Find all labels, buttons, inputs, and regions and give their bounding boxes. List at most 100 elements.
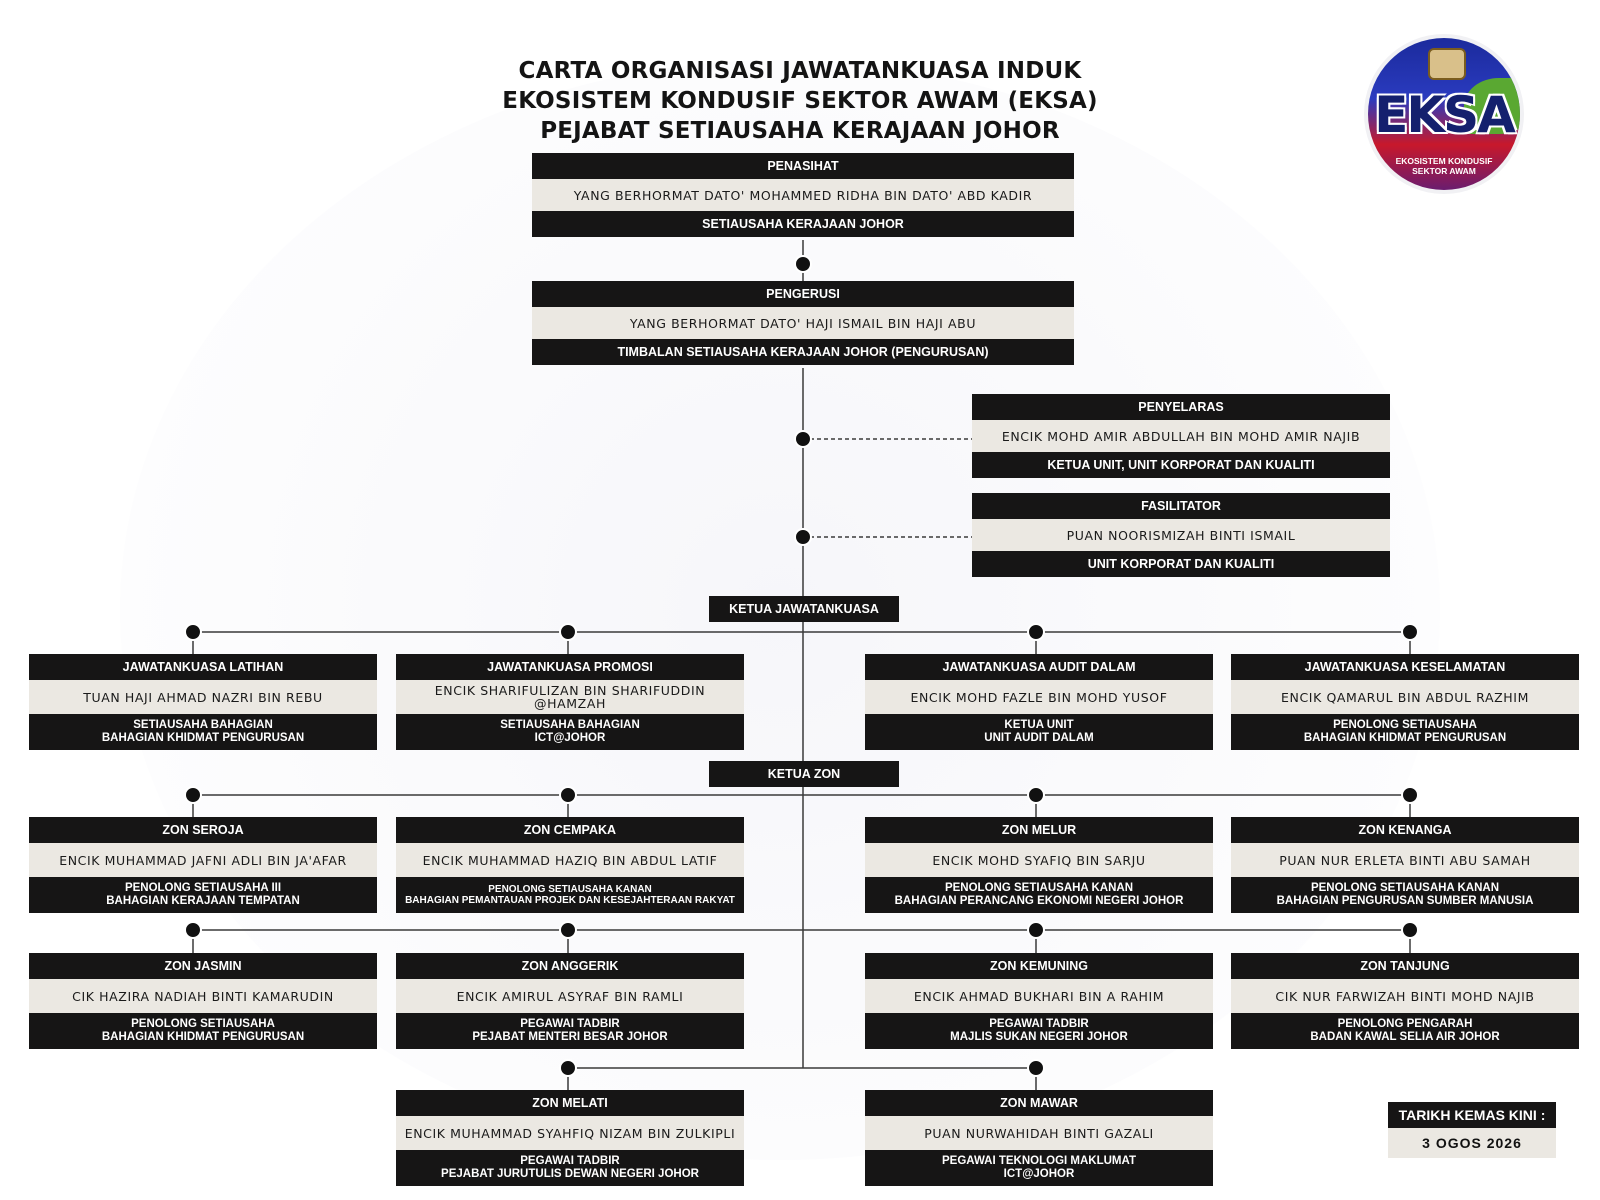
committee-member-name: ENCIK SHARIFULIZAN BIN SHARIFUDDIN @HAMZ… [396,680,744,714]
fasilitator-role: FASILITATOR [972,493,1390,519]
zone-member-name: PUAN NURWAHIDAH BINTI GAZALI [865,1116,1213,1150]
connector-node [1027,1059,1045,1077]
zone-member-name: PUAN NUR ERLETA BINTI ABU SAMAH [1231,843,1579,877]
logo-leaf [1464,78,1520,134]
committee-card-latihan: JAWATANKUASA LATIHAN TUAN HAJI AHMAD NAZ… [29,654,377,750]
zone-card-kenanga: ZON KENANGA PUAN NUR ERLETA BINTI ABU SA… [1231,817,1579,913]
penasihat-name: YANG BERHORMAT DATO' MOHAMMED RIDHA BIN … [532,179,1074,211]
zone-card-jasmin: ZON JASMIN CIK HAZIRA NADIAH BINTI KAMAR… [29,953,377,1049]
pengerusi-role: PENGERUSI [532,281,1074,307]
zone-member-name: ENCIK MUHAMMAD JAFNI ADLI BIN JA'AFAR [29,843,377,877]
penyelaras-position: KETUA UNIT, UNIT KORPORAT DAN KUALITI [972,452,1390,478]
connector-node [559,1059,577,1077]
connector-node [184,786,202,804]
penyelaras-card: PENYELARAS ENCIK MOHD AMIR ABDULLAH BIN … [972,394,1390,478]
penasihat-role: PENASIHAT [532,153,1074,179]
connector-node [1027,786,1045,804]
committee-role: JAWATANKUASA KESELAMATAN [1231,654,1579,680]
zone-member-name: ENCIK AHMAD BUKHARI BIN A RAHIM [865,979,1213,1013]
connector-node [794,255,812,273]
committee-role: JAWATANKUASA LATIHAN [29,654,377,680]
eksa-logo: EKSA EKOSISTEM KONDUSIF SEKTOR AWAM [1368,38,1520,190]
johor-crest-icon [1428,48,1466,80]
zone-member-name: ENCIK MOHD SYAFIQ BIN SARJU [865,843,1213,877]
ketua-zon-label: KETUA ZON [709,761,899,787]
penyelaras-name: ENCIK MOHD AMIR ABDULLAH BIN MOHD AMIR N… [972,420,1390,452]
title-line-1: CARTA ORGANISASI JAWATANKUASA INDUK [518,58,1082,84]
update-date: 3 OGOS 2026 [1388,1128,1556,1158]
connector-node [559,786,577,804]
zone-role: ZON TANJUNG [1231,953,1579,979]
zone-role: ZON SEROJA [29,817,377,843]
zone-member-name: ENCIK MUHAMMAD HAZIQ BIN ABDUL LATIF [396,843,744,877]
connector-node [1401,921,1419,939]
zone-member-name: CIK NUR FARWIZAH BINTI MOHD NAJIB [1231,979,1579,1013]
committee-role: JAWATANKUASA PROMOSI [396,654,744,680]
penasihat-position: SETIAUSAHA KERAJAAN JOHOR [532,211,1074,237]
committee-member-name: ENCIK MOHD FAZLE BIN MOHD YUSOF [865,680,1213,714]
zone-card-tanjung: ZON TANJUNG CIK NUR FARWIZAH BINTI MOHD … [1231,953,1579,1049]
logo-wordmark: EKSA [1374,86,1516,144]
logo-subtitle-2: SEKTOR AWAM [1412,166,1476,176]
zone-card-mawar: ZON MAWAR PUAN NURWAHIDAH BINTI GAZALI P… [865,1090,1213,1186]
committee-member-name: ENCIK QAMARUL BIN ABDUL RAZHIM [1231,680,1579,714]
title-line-2: EKOSISTEM KONDUSIF SEKTOR AWAM (EKSA) [502,88,1098,114]
zone-card-anggerik: ZON ANGGERIK ENCIK AMIRUL ASYRAF BIN RAM… [396,953,744,1049]
fasilitator-card: FASILITATOR PUAN NOORISMIZAH BINTI ISMAI… [972,493,1390,577]
connector-node [1027,623,1045,641]
zone-role: ZON ANGGERIK [396,953,744,979]
zone-card-seroja: ZON SEROJA ENCIK MUHAMMAD JAFNI ADLI BIN… [29,817,377,913]
committee-card-promosi: JAWATANKUASA PROMOSI ENCIK SHARIFULIZAN … [396,654,744,750]
zone-card-kemuning: ZON KEMUNING ENCIK AHMAD BUKHARI BIN A R… [865,953,1213,1049]
zone-role: ZON KEMUNING [865,953,1213,979]
connector-node [794,528,812,546]
update-date-box: TARIKH KEMAS KINI : 3 OGOS 2026 [1388,1102,1556,1158]
zone-role: ZON KENANGA [1231,817,1579,843]
pengerusi-name: YANG BERHORMAT DATO' HAJI ISMAIL BIN HAJ… [532,307,1074,339]
connector-node [559,921,577,939]
zone-card-cempaka: ZON CEMPAKA ENCIK MUHAMMAD HAZIQ BIN ABD… [396,817,744,913]
zone-member-name: CIK HAZIRA NADIAH BINTI KAMARUDIN [29,979,377,1013]
connector-node [794,430,812,448]
zone-role: ZON JASMIN [29,953,377,979]
zone-role: ZON MELUR [865,817,1213,843]
ketua-jawatankuasa-label: KETUA JAWATANKUASA [709,596,899,622]
penasihat-card: PENASIHAT YANG BERHORMAT DATO' MOHAMMED … [532,153,1074,237]
zone-role: ZON MELATI [396,1090,744,1116]
fasilitator-position: UNIT KORPORAT DAN KUALITI [972,551,1390,577]
zone-member-name: ENCIK MUHAMMAD SYAHFIQ NIZAM BIN ZULKIPL… [396,1116,744,1150]
logo-subtitle-1: EKOSISTEM KONDUSIF [1395,156,1493,166]
penyelaras-role: PENYELARAS [972,394,1390,420]
connector-node [184,623,202,641]
update-label: TARIKH KEMAS KINI : [1388,1102,1556,1128]
connector-node [1401,623,1419,641]
fasilitator-name: PUAN NOORISMIZAH BINTI ISMAIL [972,519,1390,551]
zone-role: ZON CEMPAKA [396,817,744,843]
connector-node [559,623,577,641]
connector-node [1027,921,1045,939]
title-line-3: PEJABAT SETIAUSAHA KERAJAAN JOHOR [540,118,1060,144]
pengerusi-position: TIMBALAN SETIAUSAHA KERAJAAN JOHOR (PENG… [532,339,1074,365]
committee-card-audit-dalam: JAWATANKUASA AUDIT DALAM ENCIK MOHD FAZL… [865,654,1213,750]
connector-node [184,921,202,939]
zone-card-melur: ZON MELUR ENCIK MOHD SYAFIQ BIN SARJU PE… [865,817,1213,913]
committee-role: JAWATANKUASA AUDIT DALAM [865,654,1213,680]
chart-title: CARTA ORGANISASI JAWATANKUASA INDUK EKOS… [470,56,1130,146]
committee-member-name: TUAN HAJI AHMAD NAZRI BIN REBU [29,680,377,714]
zone-member-name: ENCIK AMIRUL ASYRAF BIN RAMLI [396,979,744,1013]
pengerusi-card: PENGERUSI YANG BERHORMAT DATO' HAJI ISMA… [532,281,1074,365]
